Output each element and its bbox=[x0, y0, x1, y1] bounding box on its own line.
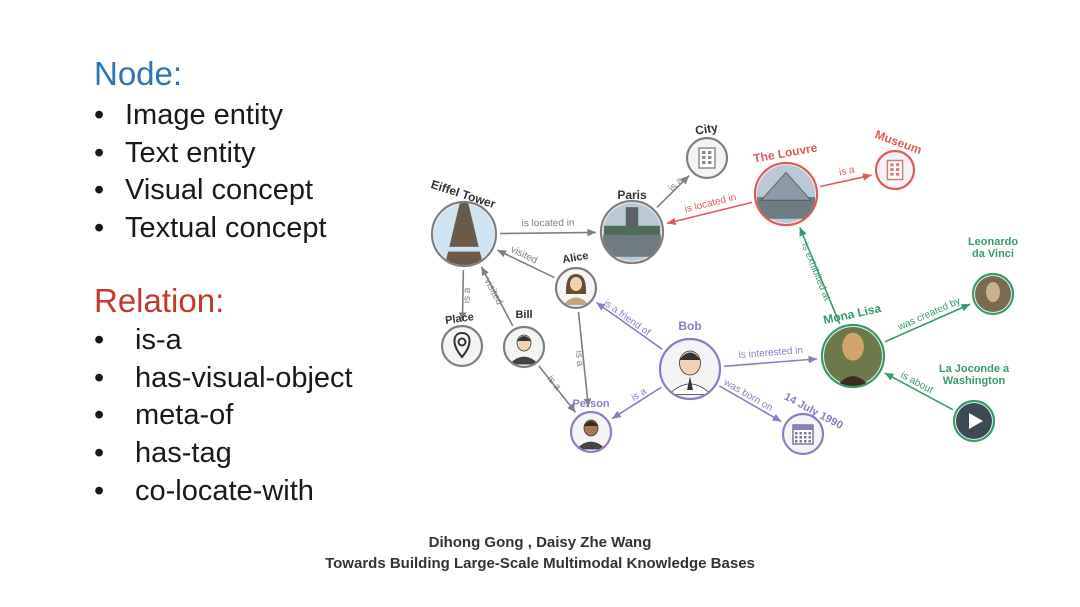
node-type-label: Text entity bbox=[125, 136, 256, 169]
eiffel-tower-photo-icon bbox=[434, 203, 494, 265]
edge-label: is a bbox=[630, 386, 649, 404]
node-place: Place bbox=[440, 311, 484, 368]
citation-authors: Dihong Gong , Daisy Zhe Wang bbox=[428, 534, 652, 551]
relation-type-label: has-visual-object bbox=[135, 361, 353, 394]
edge-arrow bbox=[499, 228, 597, 237]
node-person: Person bbox=[569, 398, 613, 454]
relation-type-label: meta-of bbox=[135, 399, 234, 432]
node-louvre: The Louvre bbox=[752, 140, 819, 227]
edge-arrow bbox=[884, 372, 954, 411]
node-eiffel: Eiffel Tower bbox=[429, 177, 498, 268]
louvre-photo-icon bbox=[757, 165, 815, 223]
edge-arrow bbox=[799, 226, 841, 324]
citation-title: Towards Building Large-Scale Multimodal … bbox=[325, 555, 755, 572]
edge-arrow bbox=[611, 386, 662, 420]
node-type-label: Visual concept bbox=[125, 174, 314, 207]
edge-arrow bbox=[577, 311, 592, 408]
leonardo-portrait-icon bbox=[975, 276, 1011, 312]
edge-arrow bbox=[538, 365, 577, 413]
node-city: City bbox=[685, 120, 729, 180]
bullet: • bbox=[94, 361, 105, 394]
node-alice: Alice bbox=[554, 250, 598, 310]
node-type-label: Image entity bbox=[125, 99, 283, 131]
relation-type-label: has-tag bbox=[135, 437, 232, 470]
node-monalisa: Mona Lisa bbox=[820, 301, 886, 389]
building-icon bbox=[698, 147, 716, 169]
bullet: • bbox=[94, 399, 105, 432]
woman-icon bbox=[563, 274, 589, 305]
paris-photo-icon bbox=[603, 203, 661, 261]
edge-label: is exhibited at bbox=[799, 242, 833, 303]
edge-label: is located in bbox=[522, 218, 575, 230]
bullet: • bbox=[94, 212, 105, 245]
relation-heading: Relation: bbox=[94, 282, 225, 319]
edge-arrow bbox=[595, 301, 663, 350]
edge-arrow bbox=[884, 303, 971, 343]
edge-arrow bbox=[666, 201, 753, 226]
node-label: Bill bbox=[515, 309, 532, 321]
node-date: 14 July 1990 bbox=[781, 391, 845, 456]
node-bob: Bob bbox=[658, 319, 722, 401]
bullet: • bbox=[94, 437, 105, 470]
bullet: • bbox=[94, 99, 105, 131]
museum-icon bbox=[886, 159, 904, 181]
edge-arrow bbox=[480, 266, 514, 327]
edge-label: is a bbox=[462, 287, 473, 303]
edge-label: was born on bbox=[721, 377, 775, 414]
edge-label: is interested in bbox=[738, 345, 803, 361]
edge-label: was created by bbox=[895, 296, 962, 334]
map-pin-icon bbox=[453, 331, 471, 359]
edge-label: is a bbox=[667, 175, 686, 194]
edge-label: is a bbox=[838, 164, 856, 178]
relation-type-label: co-locate-with bbox=[135, 474, 314, 507]
edge-label: is a friend of bbox=[601, 298, 652, 339]
edge-label: visited bbox=[482, 277, 505, 307]
edge-arrow bbox=[458, 269, 467, 322]
edge-arrow bbox=[656, 174, 690, 208]
bullet: • bbox=[94, 474, 105, 507]
edge-arrow bbox=[723, 355, 818, 368]
node-label: Paris bbox=[617, 188, 647, 202]
edge-label: is a bbox=[573, 350, 586, 367]
node-label: The Louvre bbox=[752, 140, 818, 165]
node-label: Alice bbox=[561, 250, 589, 266]
node-type-label: Textual concept bbox=[125, 212, 327, 245]
node-paris: Paris bbox=[599, 188, 665, 265]
edge-arrow bbox=[719, 385, 782, 423]
node-label: Person bbox=[572, 398, 610, 410]
video-play-icon bbox=[956, 403, 992, 439]
edge-arrow bbox=[820, 173, 872, 188]
mona-lisa-photo-icon bbox=[824, 327, 882, 386]
node-heading: Node: bbox=[94, 55, 183, 92]
bullet: • bbox=[94, 174, 105, 207]
node-museum: Museum bbox=[873, 127, 924, 191]
edge-arrow bbox=[496, 249, 555, 279]
relation-type-label: is-a bbox=[135, 324, 182, 356]
node-label: City bbox=[694, 120, 719, 137]
node-label: Bob bbox=[678, 319, 701, 333]
calendar-icon bbox=[792, 424, 814, 445]
bullet: • bbox=[94, 324, 105, 356]
bullet: • bbox=[94, 136, 105, 169]
businessman-icon bbox=[668, 350, 712, 395]
node-bill: Bill bbox=[502, 309, 546, 369]
node-label: Place bbox=[445, 311, 475, 327]
man-icon bbox=[509, 334, 539, 365]
